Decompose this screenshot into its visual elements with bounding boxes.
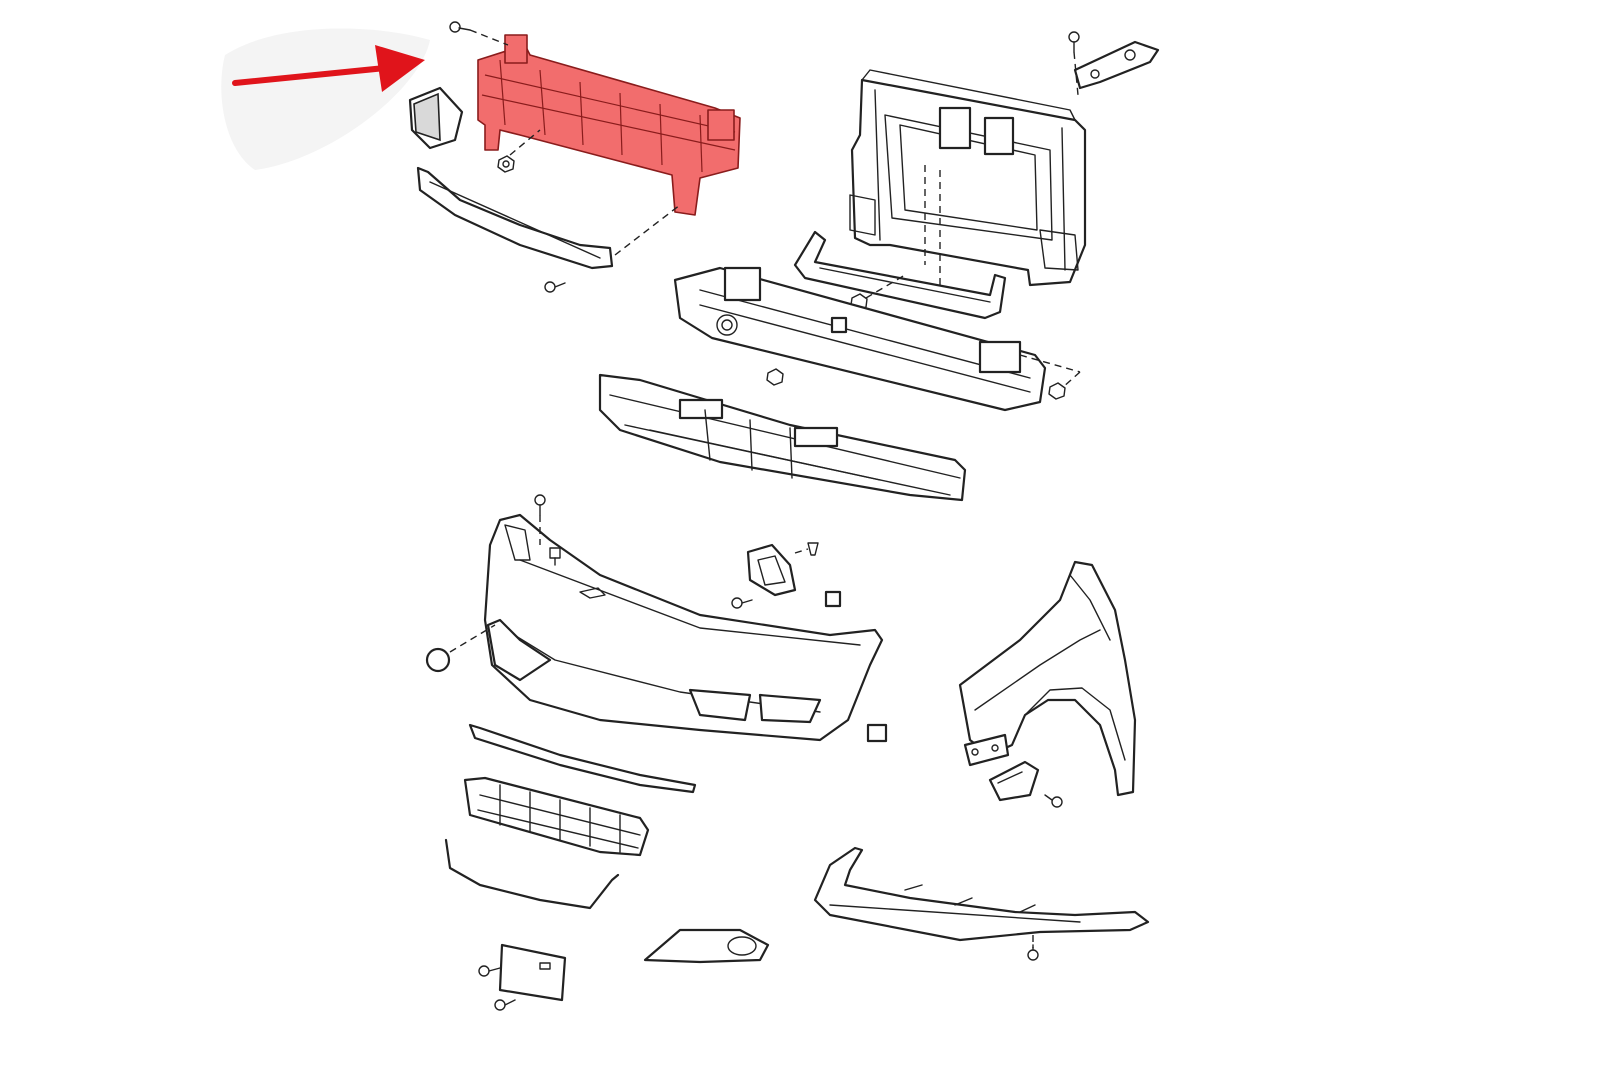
- bracket-cover: [408, 86, 464, 150]
- clip-icon: [549, 547, 561, 566]
- screw-icon: [478, 965, 501, 977]
- screw-icon: [731, 597, 753, 609]
- front-bumper-cover: [483, 513, 884, 742]
- highlighted-bumper-reinforcement: [477, 34, 741, 216]
- screw-icon: [494, 999, 516, 1011]
- energy-absorber: [598, 373, 967, 502]
- grille-trim-strip: [468, 723, 697, 794]
- screw-icon: [534, 494, 546, 516]
- washer-bracket: [746, 543, 797, 597]
- small-cap: [866, 723, 888, 743]
- red-pointer-arrow: [232, 45, 425, 92]
- fender-bracket: [963, 733, 1010, 767]
- radiator-support-frame: [849, 69, 1087, 287]
- nut-icon: [497, 155, 515, 173]
- clip-icon: [807, 542, 819, 556]
- bolt-icon: [544, 281, 566, 293]
- tow-hook-cap: [425, 647, 451, 673]
- screw-icon: [1044, 794, 1063, 808]
- fog-lamp-cover: [643, 928, 770, 964]
- fender-mount: [988, 760, 1040, 802]
- arrow-backdrop: [221, 28, 430, 171]
- upper-lock-bracket: [1073, 40, 1160, 90]
- chrome-molding: [444, 838, 620, 910]
- front-spoiler-lip: [813, 846, 1150, 942]
- screw-icon: [1068, 31, 1080, 53]
- license-plate-bracket: [498, 943, 567, 1002]
- lower-spoiler-strip: [416, 166, 614, 270]
- nut-icon: [766, 368, 784, 386]
- screw-icon: [449, 21, 471, 33]
- retainer-clip: [824, 590, 842, 608]
- nut-icon: [1048, 382, 1066, 400]
- bumper-beam: [673, 266, 1047, 412]
- lower-cross-member: [793, 230, 1007, 320]
- lower-grille: [463, 776, 650, 857]
